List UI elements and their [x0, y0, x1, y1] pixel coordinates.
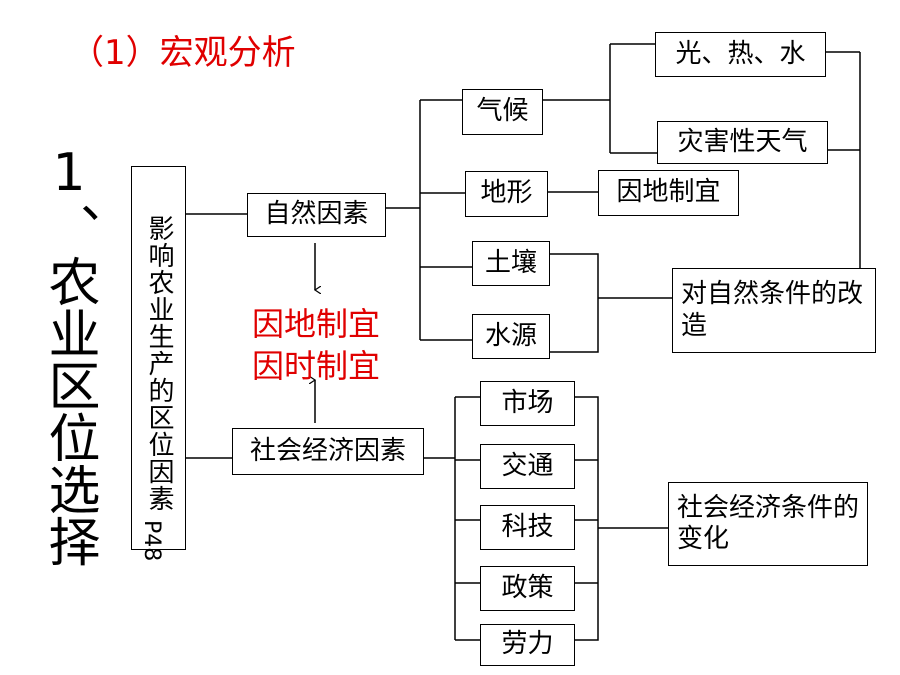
labor-box: 劳力 — [480, 624, 575, 666]
adapt-seasonally: 因时制宜 — [252, 347, 381, 385]
main-factor-label: 影响农业生产的区位因素 — [144, 214, 174, 512]
natural-factors-box: 自然因素 — [247, 193, 386, 237]
page-title: （1）宏观分析 — [70, 33, 296, 73]
adapt-locally: 因地制宜 — [252, 305, 381, 343]
technology-box: 科技 — [480, 505, 575, 550]
disaster-weather-box: 灾害性天气 — [657, 121, 828, 164]
light-heat-water-box: 光、热、水 — [655, 32, 826, 77]
side-heading: 1、农业区位选择 — [39, 143, 99, 567]
terrain-box: 地形 — [465, 171, 548, 217]
modify-nature-box: 对自然条件的改造 — [672, 268, 876, 353]
policy-box: 政策 — [480, 566, 575, 611]
climate-box: 气候 — [462, 89, 543, 135]
terrain-adapt-box: 因地制宜 — [598, 170, 739, 216]
soil-box: 土壤 — [472, 241, 550, 286]
main-factor-box: 影响农业生产的区位因素 — [131, 166, 186, 550]
adapt-principle-text: 因地制宜 因时制宜 — [252, 303, 380, 387]
page-reference: P48 — [139, 520, 164, 562]
socio-economic-box: 社会经济因素 — [232, 428, 424, 475]
transport-box: 交通 — [480, 444, 575, 489]
socio-change-box: 社会经济条件的变化 — [668, 482, 868, 566]
water-box: 水源 — [472, 314, 550, 359]
market-box: 市场 — [480, 381, 575, 426]
